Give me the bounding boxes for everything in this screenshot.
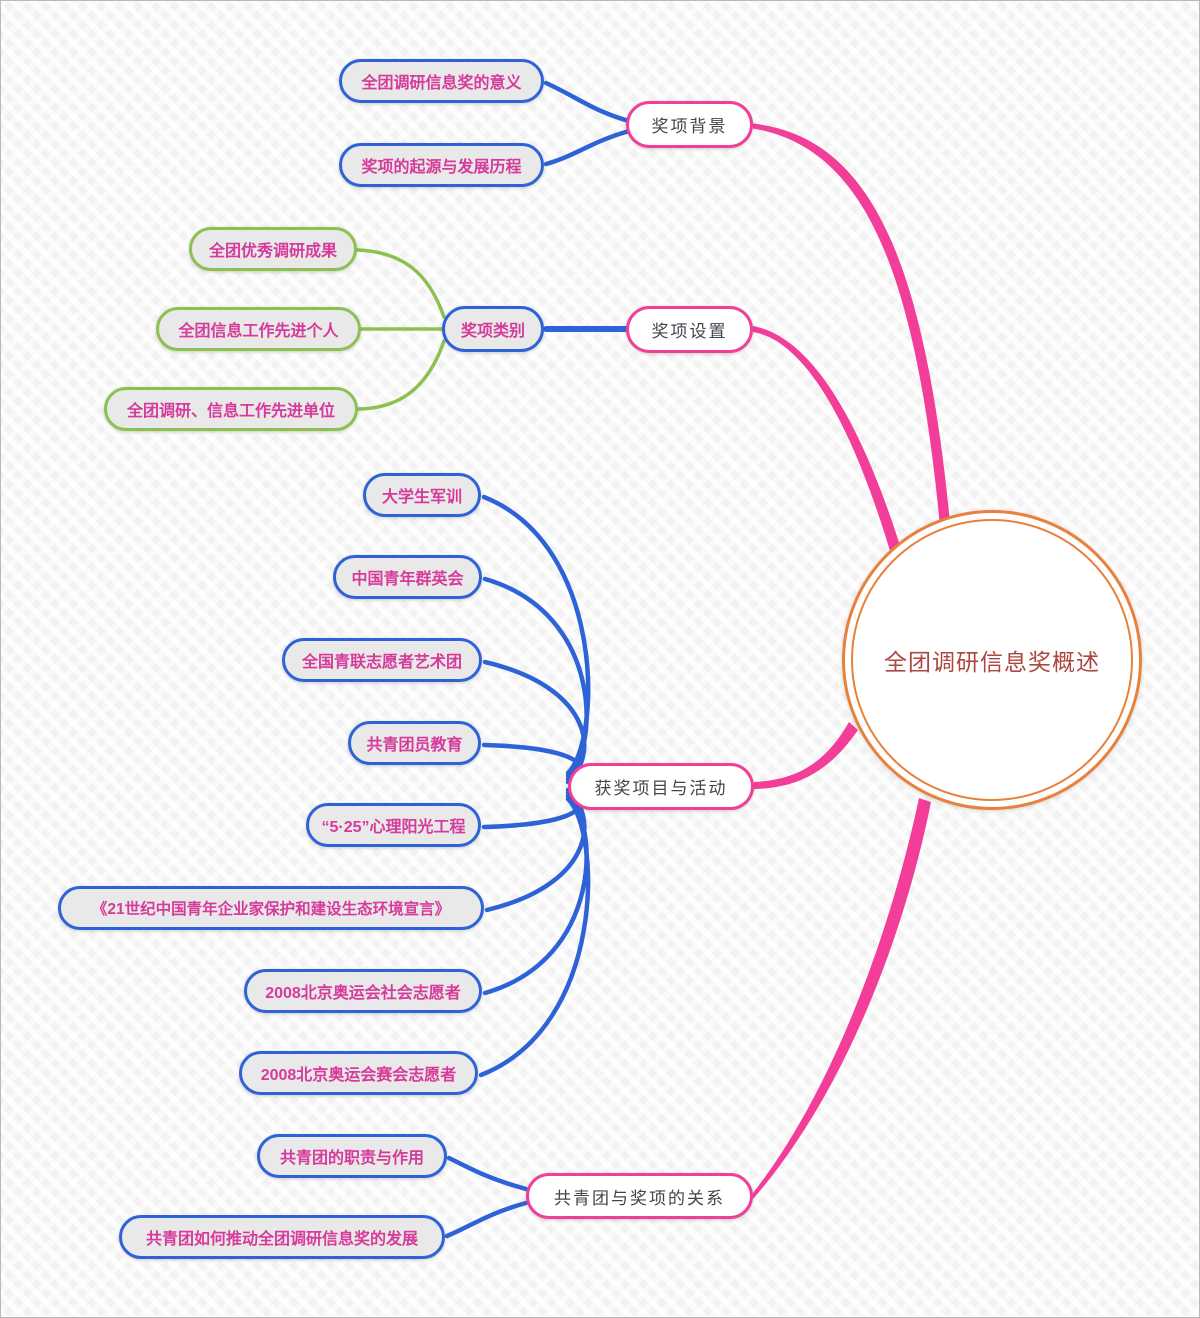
root-node-label: 全团调研信息奖概述 [851, 519, 1133, 801]
connector-root-award-projects [754, 722, 858, 789]
connector-category-child-1 [356, 248, 446, 319]
connector-hj-child-2 [482, 576, 589, 779]
connector-hj-child-6 [484, 790, 587, 913]
connector-gq-child-2 [444, 1200, 529, 1239]
connector-hj-child-1 [481, 494, 591, 776]
connector-root-award-background [753, 123, 951, 537]
connector-category-child-3 [357, 339, 446, 411]
node-member-education[interactable]: 共青团员教育 [348, 721, 481, 765]
node-military-training[interactable]: 大学生军训 [363, 473, 481, 517]
node-award-category[interactable]: 奖项类别 [442, 306, 544, 352]
primary-branch-connectors [753, 123, 951, 1199]
node-olympic-games-volunteers[interactable]: 2008北京奥运会赛会志愿者 [239, 1051, 478, 1095]
connector-hj-child-3 [482, 659, 587, 782]
branch-award-background[interactable]: 奖项背景 [626, 101, 753, 148]
node-award-origin[interactable]: 奖项的起源与发展历程 [339, 143, 544, 187]
root-node[interactable]: 全团调研信息奖概述 [842, 510, 1142, 810]
node-advanced-individual[interactable]: 全团信息工作先进个人 [156, 307, 361, 351]
connector-bg-child-2 [543, 128, 632, 167]
connector-gq-child-1 [446, 1155, 529, 1192]
green-connectors [356, 248, 446, 411]
connector-root-league-relation [753, 798, 931, 1199]
connector-root-award-setup [753, 326, 903, 561]
node-youth-gathering[interactable]: 中国青年群英会 [333, 555, 482, 599]
node-league-promotion[interactable]: 共青团如何推动全团调研信息奖的发展 [119, 1215, 445, 1259]
node-league-duties[interactable]: 共青团的职责与作用 [257, 1134, 447, 1178]
node-award-meaning[interactable]: 全团调研信息奖的意义 [339, 59, 544, 103]
branch-award-projects[interactable]: 获奖项目与活动 [568, 763, 754, 810]
branch-league-relation[interactable]: 共青团与奖项的关系 [526, 1173, 753, 1219]
node-volunteer-art-troupe[interactable]: 全国青联志愿者艺术团 [282, 638, 482, 682]
node-525-sunshine-project[interactable]: “5·25”心理阳光工程 [306, 803, 481, 847]
branch-award-setup[interactable]: 奖项设置 [626, 306, 753, 353]
connector-hj-child-8 [478, 796, 591, 1078]
node-olympic-social-volunteers[interactable]: 2008北京奥运会社会志愿者 [244, 969, 482, 1013]
node-research-achievements[interactable]: 全团优秀调研成果 [189, 227, 357, 271]
connector-bg-child-1 [543, 80, 632, 124]
node-eco-declaration[interactable]: 《21世纪中国青年企业家保护和建设生态环境宣言》 [58, 886, 484, 930]
node-advanced-unit[interactable]: 全团调研、信息工作先进单位 [104, 387, 358, 431]
